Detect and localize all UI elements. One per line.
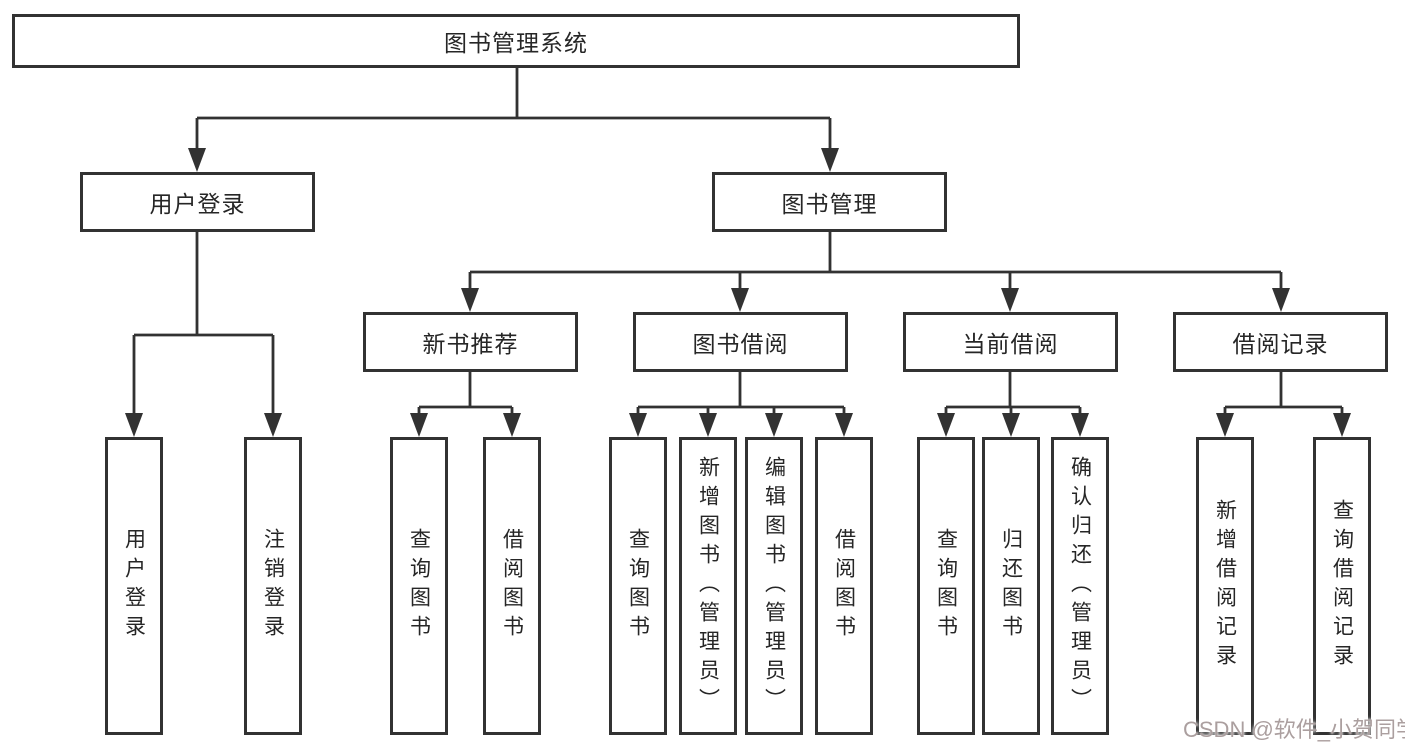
leaf-logout: 注销登录 <box>244 437 302 735</box>
leaf-add-borrow-record: 新增借阅记录 <box>1196 437 1254 735</box>
leaf-label: 编辑图书（管理员） <box>762 455 786 717</box>
leaf-user-login: 用户登录 <box>105 437 163 735</box>
leaf-query-books-recommend: 查询图书 <box>390 437 448 735</box>
leaf-label: 查询图书 <box>934 528 958 644</box>
node-current-borrow: 当前借阅 <box>903 312 1118 372</box>
leaf-label: 查询借阅记录 <box>1330 499 1354 673</box>
node-book-management: 图书管理 <box>712 172 947 232</box>
leaf-query-books-current: 查询图书 <box>917 437 975 735</box>
arrowheads <box>125 148 1351 437</box>
leaf-query-borrow-record: 查询借阅记录 <box>1313 437 1371 735</box>
leaf-return-book: 归还图书 <box>982 437 1040 735</box>
leaf-query-books-borrow: 查询图书 <box>609 437 667 735</box>
leaf-label: 查询图书 <box>407 528 431 644</box>
leaf-label: 用户登录 <box>122 528 146 644</box>
leaf-borrow-books: 借阅图书 <box>815 437 873 735</box>
leaf-label: 查询图书 <box>626 528 650 644</box>
leaf-edit-book-admin: 编辑图书（管理员） <box>745 437 803 735</box>
leaf-label: 确认归还（管理员） <box>1068 455 1092 717</box>
node-root: 图书管理系统 <box>12 14 1020 68</box>
leaf-label: 归还图书 <box>999 528 1023 644</box>
leaf-borrow-books-recommend: 借阅图书 <box>483 437 541 735</box>
node-user-login: 用户登录 <box>80 172 315 232</box>
node-new-book-recommend: 新书推荐 <box>363 312 578 372</box>
leaf-label: 新增借阅记录 <box>1213 499 1237 673</box>
leaf-add-book-admin: 新增图书（管理员） <box>679 437 737 735</box>
leaf-label: 注销登录 <box>261 528 285 644</box>
leaf-label: 借阅图书 <box>832 528 856 644</box>
leaf-confirm-return-admin: 确认归还（管理员） <box>1051 437 1109 735</box>
node-borrow-records: 借阅记录 <box>1173 312 1388 372</box>
leaf-label: 借阅图书 <box>500 528 524 644</box>
csdn-watermark: CSDN @软件_小贺同学 <box>1183 717 1405 742</box>
node-book-borrow: 图书借阅 <box>633 312 848 372</box>
leaf-label: 新增图书（管理员） <box>696 455 720 717</box>
